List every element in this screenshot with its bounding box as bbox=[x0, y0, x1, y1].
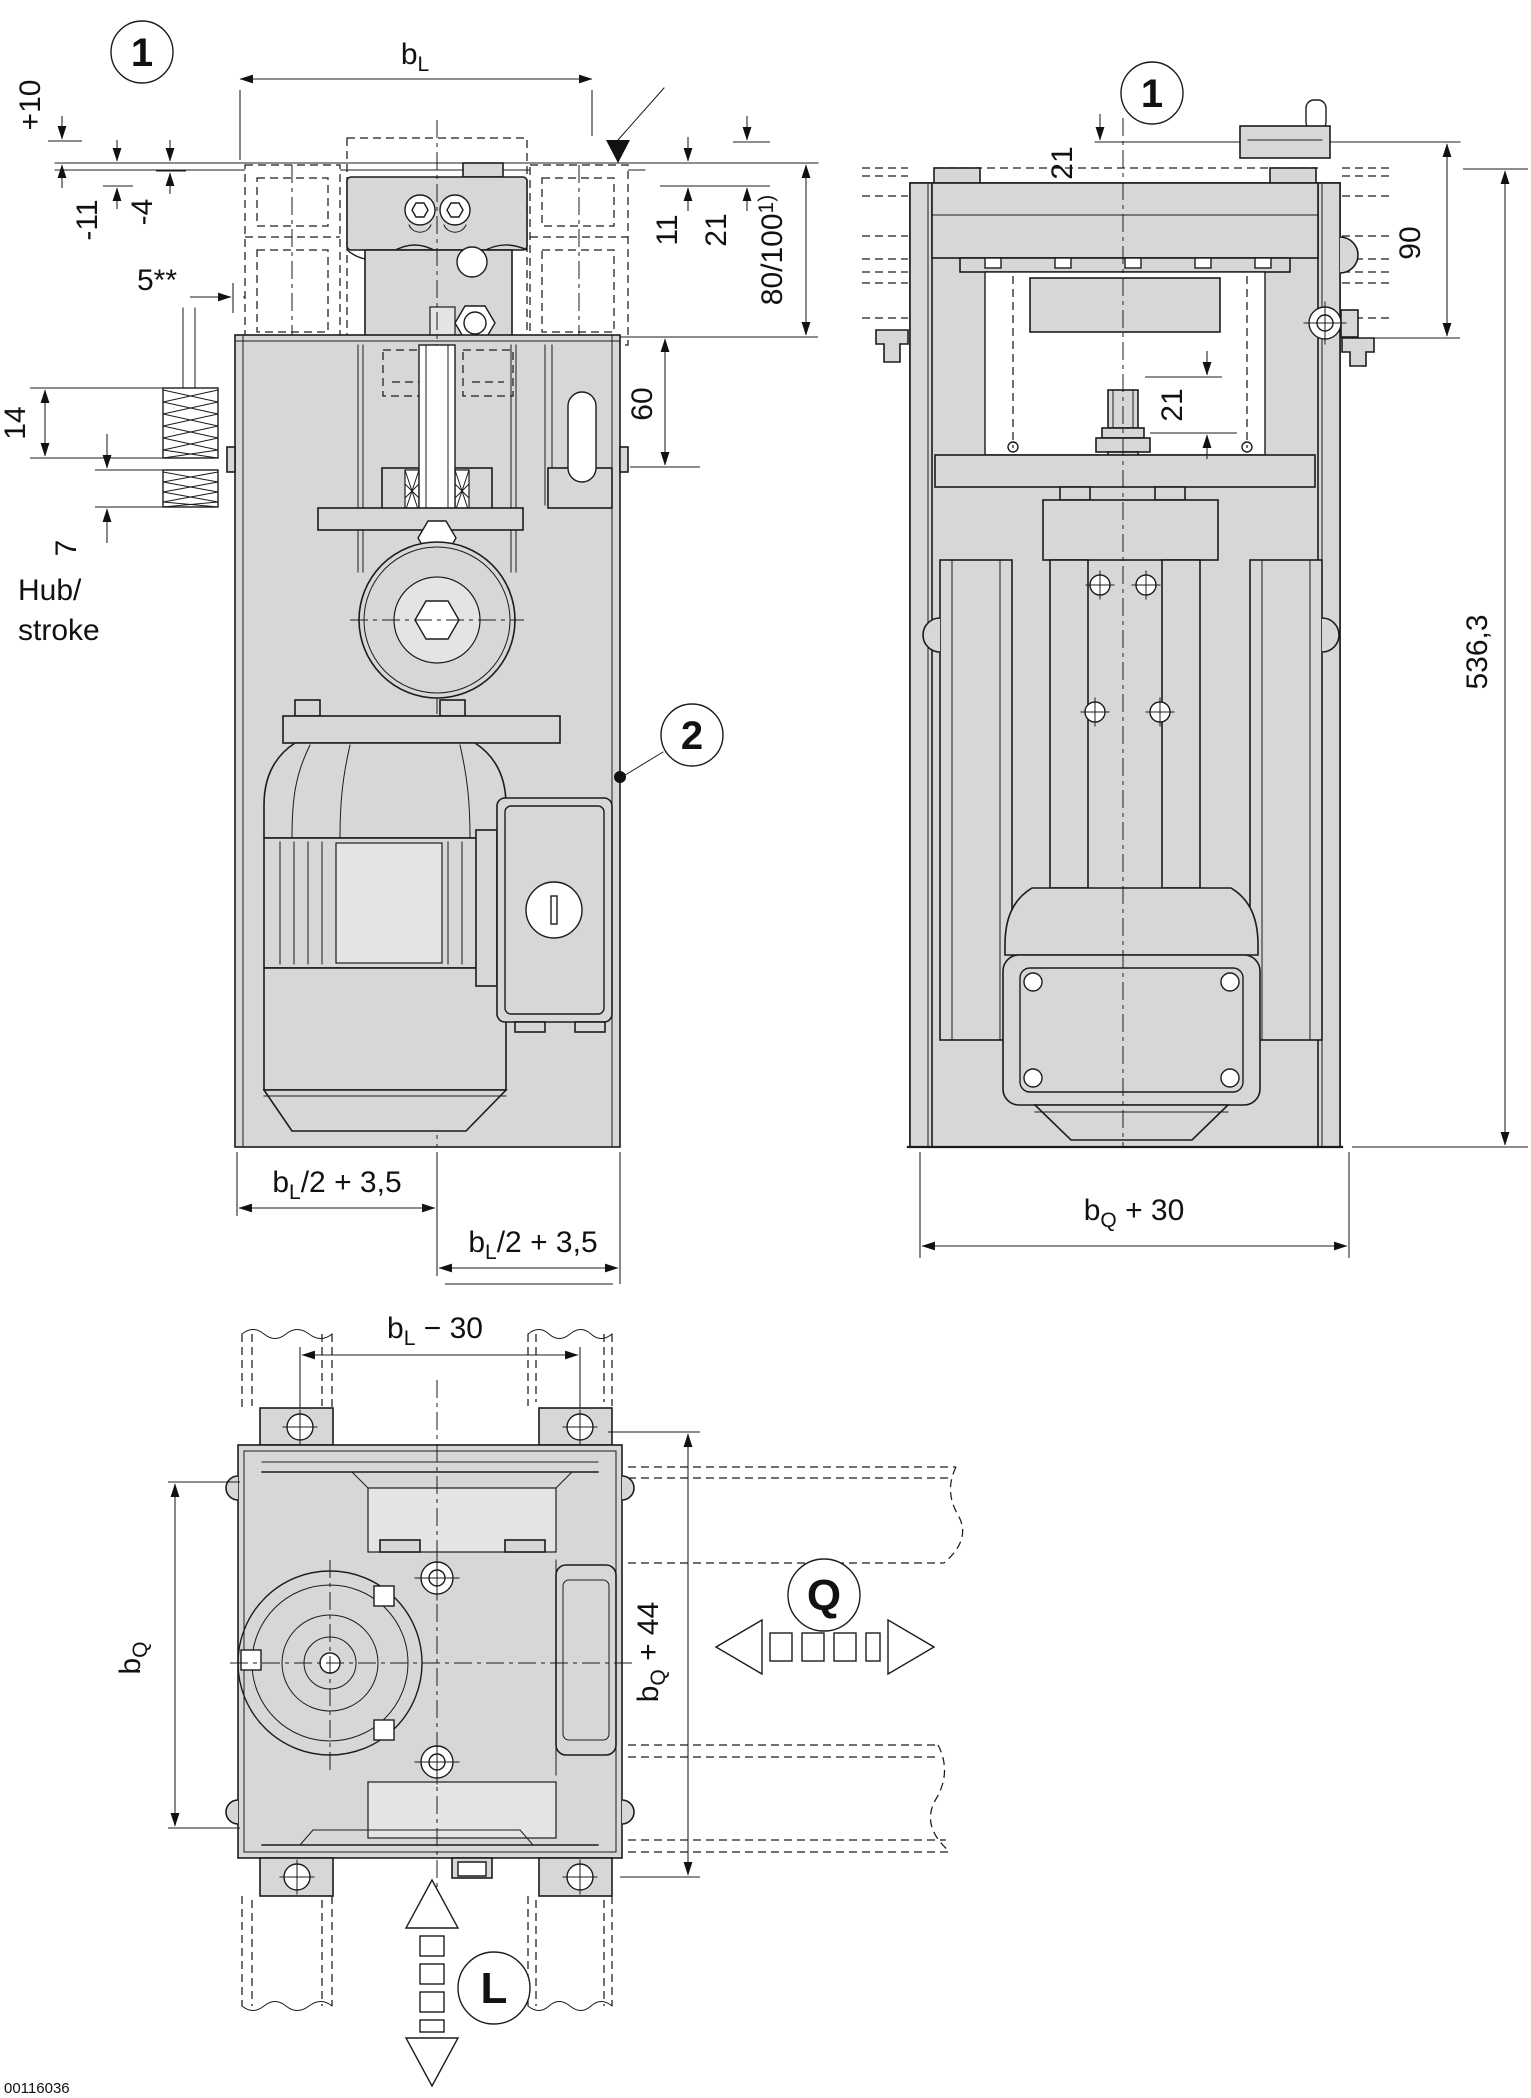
dim-11: 11 bbox=[651, 137, 770, 246]
balloon-1-side: 1 bbox=[1120, 61, 1184, 125]
dim-bl-half-right: bL/2 + 3,5 bbox=[438, 1152, 621, 1285]
dim-21-front: 21 bbox=[700, 116, 770, 247]
conveyor-dashed-lines bbox=[862, 167, 1392, 367]
bq44-sub: Q bbox=[647, 1669, 670, 1685]
clamp-head bbox=[346, 162, 528, 341]
dim-21-inner-label: 21 bbox=[1156, 388, 1189, 421]
unit-body-side bbox=[906, 118, 1359, 1149]
dim-60-label: 60 bbox=[626, 387, 659, 420]
bl-half-right-suffix: /2 + 3,5 bbox=[497, 1226, 598, 1259]
level-datum-symbol bbox=[606, 87, 665, 163]
transverse-direction-arrow bbox=[714, 1618, 936, 1676]
bq30-suffix: + 30 bbox=[1117, 1194, 1185, 1227]
unit-body-top bbox=[225, 1380, 635, 1900]
dim-536-3: 536,3 bbox=[1352, 168, 1528, 1148]
dim-minus11: -11 bbox=[71, 140, 133, 241]
side-view: 1 bbox=[862, 61, 1528, 1258]
dim-21-top-label: 21 bbox=[1046, 146, 1079, 179]
bolt-crosshairs-side bbox=[1080, 570, 1175, 727]
dim-bq: bQ bbox=[114, 1481, 240, 1829]
dim-minus11-label: -11 bbox=[71, 199, 104, 240]
bl-half-right-base: b bbox=[468, 1226, 485, 1259]
dim-bq-label: bQ bbox=[114, 1641, 152, 1674]
dim-11-label: 11 bbox=[651, 214, 684, 245]
bl30-base: b bbox=[387, 1312, 404, 1345]
belt-and-rod bbox=[317, 344, 524, 573]
balloon-2-sensor: 2 bbox=[614, 703, 724, 783]
dim-90: 90 bbox=[1352, 143, 1460, 339]
dim-bl-minus30-label: bL − 30 bbox=[387, 1312, 483, 1350]
dim-60: 60 bbox=[626, 338, 700, 468]
dim-80-100-sup: 1) bbox=[755, 195, 778, 214]
dim-bl-base: b bbox=[401, 38, 418, 71]
direction-l-label: L bbox=[481, 1964, 508, 2013]
stroke-label-line1: Hub/ bbox=[18, 574, 82, 607]
motor-assembly-front bbox=[262, 699, 613, 1132]
bl-half-left-base: b bbox=[272, 1166, 289, 1199]
front-view: 1 bL +10 -11 bbox=[0, 20, 819, 1285]
longitudinal-direction: L bbox=[404, 1878, 531, 2088]
side-bolt-right-plate bbox=[1303, 301, 1359, 345]
dim-bl: bL bbox=[239, 38, 593, 160]
dim-minus4: -4 bbox=[126, 140, 186, 225]
dim-bq-30-label: bQ + 30 bbox=[1084, 1194, 1185, 1232]
transverse-direction: Q bbox=[714, 1558, 936, 1676]
bq44-base: b bbox=[632, 1686, 665, 1703]
dim-bl-sub: L bbox=[418, 53, 430, 76]
dim-bq-44: bQ + 44 bbox=[608, 1431, 700, 1878]
bq44-suffix: + 44 bbox=[632, 1602, 665, 1670]
longitudinal-profile-bands bbox=[241, 1329, 613, 2011]
dim-bq-44-label: bQ + 44 bbox=[632, 1602, 670, 1703]
dim-bl-half-left-label: bL/2 + 3,5 bbox=[272, 1166, 401, 1204]
transverse-conveyor-bands bbox=[628, 1466, 964, 1853]
mounting-hole-crosshairs bbox=[279, 1409, 598, 1895]
dim-90-label: 90 bbox=[1394, 226, 1427, 259]
bl-half-left-sub: L bbox=[289, 1181, 301, 1204]
direction-q-label: Q bbox=[807, 1571, 841, 1620]
dim-gap5-label: 5** bbox=[137, 264, 177, 297]
belt-pulley bbox=[350, 541, 524, 699]
document-number: 00116036 bbox=[4, 2080, 70, 2097]
dim-80-100-label: 80/1001) bbox=[755, 195, 789, 305]
clamp-piece-side bbox=[1094, 99, 1461, 159]
bq-base: b bbox=[114, 1658, 147, 1675]
dim-minus4-label: -4 bbox=[126, 199, 159, 226]
bl-half-left-suffix: /2 + 3,5 bbox=[301, 1166, 402, 1199]
top-view: bL − 30 bbox=[114, 1312, 964, 2088]
dim-bl-half-left: bL/2 + 3,5 bbox=[236, 1152, 438, 1276]
balloon-2-label: 2 bbox=[681, 714, 703, 758]
bq-sub: Q bbox=[129, 1641, 152, 1657]
dim-bl-half-right-label: bL/2 + 3,5 bbox=[468, 1226, 597, 1264]
stroke-indicator: 14 7 Hub/ stroke bbox=[0, 307, 219, 647]
balloon-1-front: 1 bbox=[110, 20, 174, 84]
dim-21-inner: 21 bbox=[1145, 351, 1237, 459]
dim-plus10-label: +10 bbox=[14, 80, 47, 131]
balloon-1-side-label: 1 bbox=[1141, 72, 1163, 116]
dim-plus10: +10 bbox=[14, 80, 82, 188]
bl30-sub: L bbox=[404, 1327, 416, 1350]
dim-80-100: 80/1001) bbox=[620, 164, 818, 338]
bl-half-right-sub: L bbox=[485, 1241, 497, 1264]
side-bracket bbox=[544, 344, 613, 509]
dim-bl-label: bL bbox=[401, 38, 429, 76]
dim-80-100-base: 80/100 bbox=[756, 213, 789, 305]
dim-536-3-label: 536,3 bbox=[1461, 614, 1494, 689]
dim-stroke-up-label: 14 bbox=[0, 406, 32, 439]
dim-bq-30: bQ + 30 bbox=[919, 1152, 1350, 1258]
dim-bl-minus30: bL − 30 bbox=[299, 1312, 581, 1420]
dim-21-front-label: 21 bbox=[700, 213, 733, 246]
bq30-base: b bbox=[1084, 1194, 1101, 1227]
balloon-1-front-label: 1 bbox=[131, 31, 153, 75]
dim-gap5: 5** bbox=[137, 264, 260, 313]
dim-21-top-side: 21 bbox=[1046, 114, 1105, 212]
dim-stroke-down-label: 7 bbox=[50, 540, 83, 557]
stroke-label-line2: stroke bbox=[18, 614, 100, 647]
longitudinal-direction-arrow bbox=[404, 1878, 460, 2088]
bl30-suffix: − 30 bbox=[415, 1312, 483, 1345]
bq30-sub: Q bbox=[1100, 1209, 1116, 1232]
